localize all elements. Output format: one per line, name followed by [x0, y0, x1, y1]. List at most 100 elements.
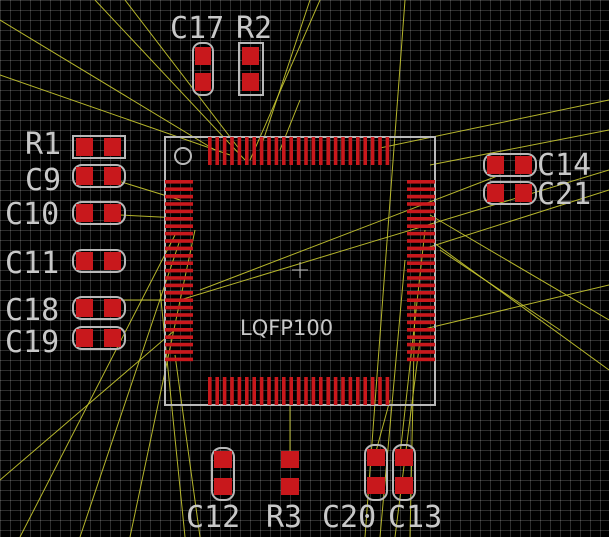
label-c12: C12 [186, 500, 240, 535]
label-c20: C20 [322, 500, 376, 535]
lqfp100-chip[interactable]: LQFP100 [164, 136, 436, 406]
chip-pad [165, 291, 193, 295]
chip-pad [267, 137, 271, 165]
chip-pad [252, 137, 256, 165]
chip-pad [222, 137, 227, 165]
component-outline [72, 135, 126, 159]
chip-pad [333, 137, 338, 165]
component-c17[interactable] [192, 42, 214, 96]
chip-pad [385, 377, 390, 405]
chip-pad [208, 137, 212, 165]
chip-pad [348, 377, 353, 405]
component-outline [238, 42, 264, 96]
chip-pad [378, 137, 382, 165]
chip-pad [304, 377, 308, 405]
chip-pad [237, 137, 242, 165]
component-c11[interactable] [72, 249, 126, 273]
airwire [159, 289, 186, 537]
chip-pad [230, 377, 234, 405]
chip-pad [407, 261, 435, 265]
chip-pad [274, 377, 279, 405]
pad [76, 252, 93, 270]
airwire [364, 0, 406, 537]
label-c9: C9 [25, 163, 61, 198]
component-r2[interactable] [238, 42, 264, 96]
chip-pad [296, 377, 301, 405]
chip-pad [407, 335, 435, 339]
chip-pad [407, 187, 435, 191]
chip-pad [274, 137, 279, 165]
component-outline [192, 42, 214, 96]
airwire [124, 0, 241, 151]
chip-pad [370, 377, 375, 405]
chip-pad [259, 137, 264, 165]
airwire [394, 339, 421, 537]
chip-pad [407, 268, 435, 273]
airwire [259, 0, 311, 151]
pad [395, 477, 413, 494]
chip-pad [363, 377, 367, 405]
airwire [439, 249, 561, 331]
component-r3[interactable] [281, 451, 299, 495]
chip-pad [165, 254, 193, 258]
airwire [419, 284, 609, 331]
pad [76, 138, 93, 156]
airwire [19, 234, 176, 537]
chip-label: LQFP100 [240, 316, 333, 340]
chip-pad [282, 377, 286, 405]
chip-pad [333, 377, 338, 405]
chip-pad [165, 194, 193, 199]
pad [76, 167, 93, 185]
component-c18[interactable] [72, 296, 126, 320]
component-c12[interactable] [211, 447, 235, 501]
airwire [379, 99, 609, 149]
chip-pad [165, 305, 193, 310]
component-c13[interactable] [392, 444, 416, 501]
chip-pad [407, 246, 435, 251]
chip-pad [326, 377, 330, 405]
chip-pad [165, 187, 193, 191]
component-c19[interactable] [72, 326, 126, 350]
component-c9[interactable] [72, 164, 126, 188]
chip-pad [407, 254, 435, 258]
component-c21[interactable] [483, 181, 537, 205]
chip-pad [407, 350, 435, 354]
airwire [174, 354, 201, 537]
component-outline [72, 164, 126, 188]
airwire [179, 169, 609, 301]
component-c20[interactable] [364, 444, 388, 501]
pad [76, 204, 93, 222]
chip-pad [165, 231, 193, 236]
chip-pad [165, 357, 193, 362]
chip-pad [407, 194, 435, 199]
component-c10[interactable] [72, 201, 126, 225]
airwire [79, 239, 181, 537]
label-c17: C17 [170, 11, 224, 46]
chip-pad [267, 377, 271, 405]
pad [195, 73, 211, 91]
chip-pad [222, 377, 227, 405]
chip-pad [348, 137, 353, 165]
airwire [419, 189, 609, 251]
chip-pad [252, 377, 256, 405]
component-c14[interactable] [483, 153, 537, 177]
component-r1[interactable] [72, 135, 126, 159]
chip-pad [407, 224, 435, 228]
pad [214, 478, 232, 495]
pad [487, 156, 504, 174]
airwire [94, 0, 246, 161]
chip-pad [407, 180, 435, 184]
airwire [379, 259, 406, 537]
pad [214, 451, 232, 468]
airwire [399, 229, 426, 456]
chip-pad [165, 261, 193, 265]
airwire [0, 19, 216, 151]
component-outline [483, 153, 537, 177]
chip-pad [165, 342, 193, 347]
chip-pad [165, 350, 193, 354]
pad [367, 449, 385, 466]
chip-pad [282, 137, 286, 165]
chip-pad [407, 357, 435, 362]
